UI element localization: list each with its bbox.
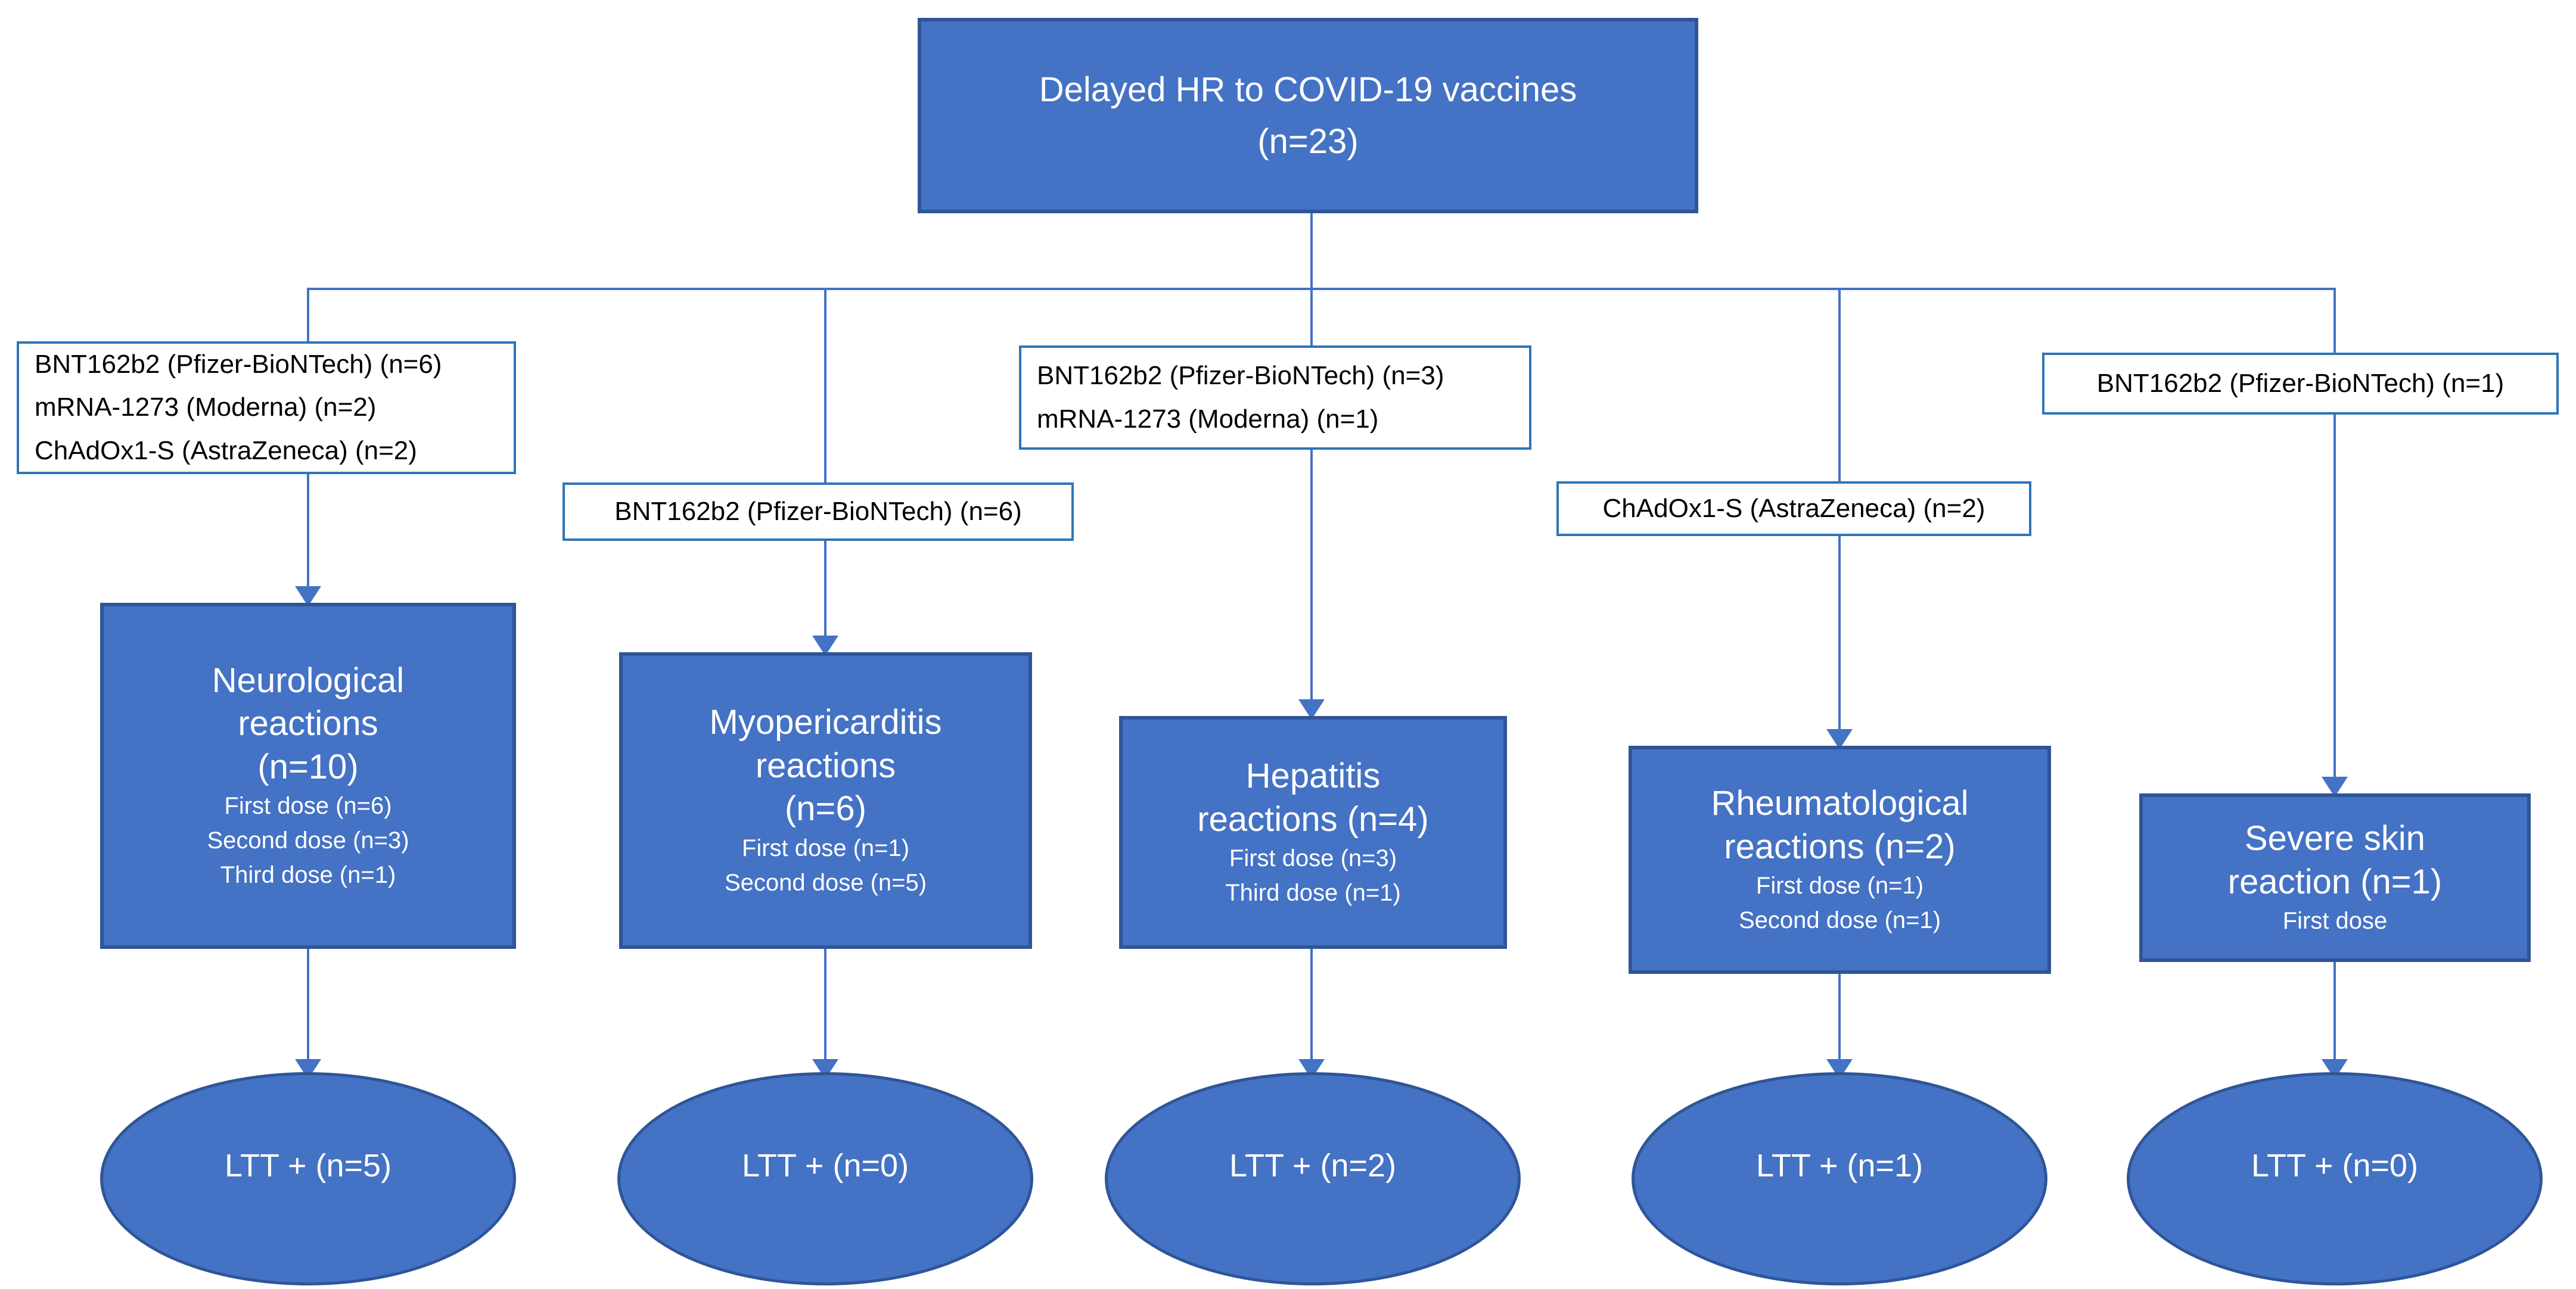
- connector-ltt-5: [2333, 962, 2336, 1062]
- ltt-result: LTT + (n=0): [2251, 1148, 2419, 1184]
- reaction-title: Myopericarditis: [709, 703, 942, 742]
- connector-ltt-2: [824, 949, 826, 1062]
- dose-detail: Second dose (n=3): [207, 827, 409, 854]
- vaccine-label-box-1: BNT162b2 (Pfizer-BioNTech) (n=6) mRNA-12…: [17, 341, 516, 474]
- reaction-title: reactions (n=2): [1724, 827, 1956, 866]
- reaction-node-myopericarditis: Myopericarditis reactions (n=6) First do…: [619, 652, 1032, 949]
- ltt-ellipse-3: LTT + (n=2): [1105, 1072, 1521, 1285]
- dose-detail: Third dose (n=1): [1225, 880, 1401, 906]
- root-node-title: Delayed HR to COVID-19 vaccines: [1039, 70, 1577, 109]
- reaction-title: reactions: [238, 704, 378, 743]
- reaction-count: (n=6): [784, 789, 866, 829]
- dose-detail: Third dose (n=1): [220, 862, 396, 889]
- ltt-result: LTT + (n=1): [1755, 1148, 1924, 1184]
- vaccine-label: mRNA-1273 (Moderna) (n=2): [35, 393, 377, 422]
- dose-detail: First dose (n=1): [741, 835, 910, 861]
- ltt-ellipse-1: LTT + (n=5): [100, 1072, 516, 1285]
- reaction-node-rheumatological: Rheumatological reactions (n=2) First do…: [1629, 746, 2051, 974]
- dose-detail: First dose (n=1): [1755, 873, 1924, 899]
- vaccine-label: mRNA-1273 (Moderna) (n=1): [1037, 404, 1379, 434]
- connector-ltt-3: [1310, 949, 1313, 1062]
- vaccine-label: BNT162b2 (Pfizer-BioNTech) (n=6): [614, 496, 1022, 526]
- root-node-count: (n=23): [1257, 122, 1359, 161]
- connector-ltt-1: [307, 949, 309, 1062]
- ltt-result: LTT + (n=0): [741, 1148, 909, 1184]
- connector-branch-3-drop: [1310, 288, 1313, 716]
- root-node: Delayed HR to COVID-19 vaccines (n=23): [918, 18, 1698, 213]
- connector-root-drop: [1310, 211, 1313, 289]
- vaccine-label-box-5: BNT162b2 (Pfizer-BioNTech) (n=1): [2042, 353, 2559, 415]
- reaction-title: reactions (n=4): [1197, 799, 1429, 839]
- reaction-title: Severe skin: [2244, 819, 2426, 858]
- reaction-node-hepatitis: Hepatitis reactions (n=4) First dose (n=…: [1119, 716, 1507, 949]
- dose-detail: Second dose (n=5): [724, 869, 927, 896]
- vaccine-label-box-2: BNT162b2 (Pfizer-BioNTech) (n=6): [563, 482, 1074, 541]
- vaccine-label: ChAdOx1-S (AstraZeneca) (n=2): [1602, 493, 1985, 523]
- connector-branch-5-drop: [2333, 288, 2336, 793]
- reaction-title: Hepatitis: [1245, 756, 1381, 795]
- ltt-result: LTT + (n=2): [1229, 1148, 1397, 1184]
- ltt-ellipse-2: LTT + (n=0): [617, 1072, 1033, 1285]
- dose-detail: Second dose (n=1): [1738, 907, 1941, 933]
- vaccine-label-box-3: BNT162b2 (Pfizer-BioNTech) (n=3) mRNA-12…: [1019, 345, 1531, 450]
- reaction-node-severe-skin: Severe skin reaction (n=1) First dose: [2139, 793, 2531, 962]
- connector-branch-2-drop: [824, 288, 826, 652]
- ltt-result: LTT + (n=5): [224, 1148, 392, 1184]
- vaccine-label-box-4: ChAdOx1-S (AstraZeneca) (n=2): [1556, 481, 2031, 536]
- reaction-title: reaction (n=1): [2227, 862, 2443, 901]
- reaction-title: reactions: [755, 746, 896, 785]
- vaccine-label: BNT162b2 (Pfizer-BioNTech) (n=3): [1037, 360, 1444, 390]
- reaction-title: Rheumatological: [1711, 784, 1969, 823]
- connector-main-horizontal: [307, 288, 2335, 290]
- reaction-node-neurological: Neurological reactions (n=10) First dose…: [100, 603, 516, 949]
- dose-detail: First dose: [2282, 908, 2388, 934]
- reaction-title: Neurological: [212, 661, 405, 700]
- vaccine-label: BNT162b2 (Pfizer-BioNTech) (n=6): [35, 349, 442, 379]
- dose-detail: First dose (n=3): [1229, 845, 1397, 871]
- ltt-ellipse-4: LTT + (n=1): [1632, 1072, 2047, 1285]
- connector-ltt-4: [1838, 974, 1841, 1062]
- reaction-count: (n=10): [257, 747, 359, 786]
- ltt-ellipse-5: LTT + (n=0): [2127, 1072, 2543, 1285]
- vaccine-label: BNT162b2 (Pfizer-BioNTech) (n=1): [2096, 368, 2504, 398]
- vaccine-label: ChAdOx1-S (AstraZeneca) (n=2): [35, 435, 417, 465]
- dose-detail: First dose (n=6): [224, 793, 392, 820]
